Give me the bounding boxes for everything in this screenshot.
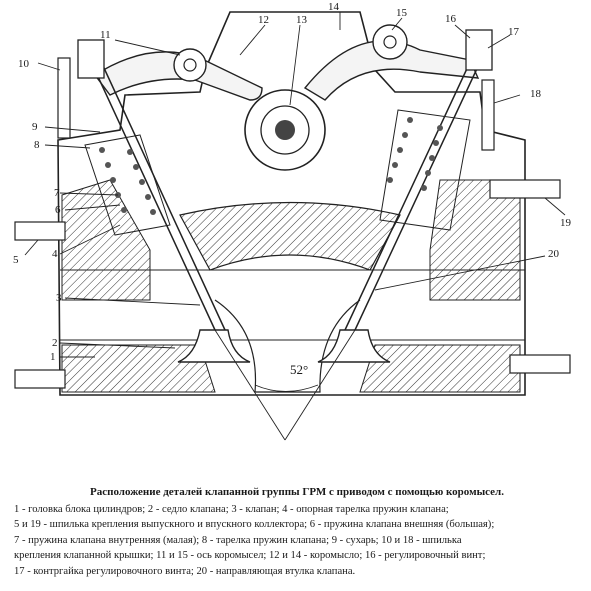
label-19: 19 [560, 217, 572, 229]
angle-label: 52° [290, 362, 308, 377]
label-3: 3 [56, 292, 62, 304]
label-16: 16 [445, 13, 457, 25]
caption-line: 5 и 19 - шпилька крепления выпускного и … [14, 519, 495, 531]
label-13: 13 [296, 14, 308, 26]
rocker-shafts [173, 24, 408, 82]
label-5: 5 [13, 254, 19, 266]
label-12: 12 [258, 14, 269, 26]
label-10: 10 [18, 58, 30, 70]
caption-line: 1 - головка блока цилиндров; 2 - седло к… [14, 503, 449, 515]
label-17: 17 [508, 26, 520, 38]
label-18: 18 [530, 88, 542, 100]
label-20: 20 [548, 248, 560, 260]
caption-line: 7 - пружина клапана внутренняя (малая); … [14, 534, 462, 546]
camshaft [244, 89, 326, 171]
part-labels: 1 2 3 4 5 6 7 8 9 10 11 12 13 14 15 16 1… [13, 1, 572, 363]
valve-angle: 52° [214, 329, 356, 441]
label-2: 2 [52, 337, 58, 349]
right-valve-springs [387, 117, 443, 191]
label-11: 11 [100, 29, 111, 41]
figure-caption: Расположение деталей клапанной группы ГР… [14, 485, 580, 580]
label-4: 4 [52, 248, 58, 260]
label-9: 9 [32, 121, 38, 133]
cylinder-head [57, 11, 526, 396]
leader-lines [24, 12, 566, 358]
engine-head-diagram: 52° 1 2 3 4 5 6 7 8 9 10 11 12 [13, 1, 572, 441]
label-6: 6 [55, 204, 61, 216]
label-15: 15 [396, 7, 408, 19]
label-14: 14 [328, 1, 340, 13]
label-7: 7 [54, 187, 60, 199]
left-valve-assembly [77, 39, 251, 363]
caption-line: крепления клапанной крышки; 11 и 15 - ос… [14, 550, 486, 562]
studs [14, 57, 571, 389]
caption-line: 17 - контргайка регулировочного винта; 2… [14, 565, 356, 577]
label-8: 8 [34, 139, 40, 151]
left-valve-springs [99, 147, 156, 215]
right-valve-assembly [317, 29, 493, 363]
label-1: 1 [50, 351, 56, 363]
caption-title: Расположение деталей клапанной группы ГР… [90, 486, 504, 498]
